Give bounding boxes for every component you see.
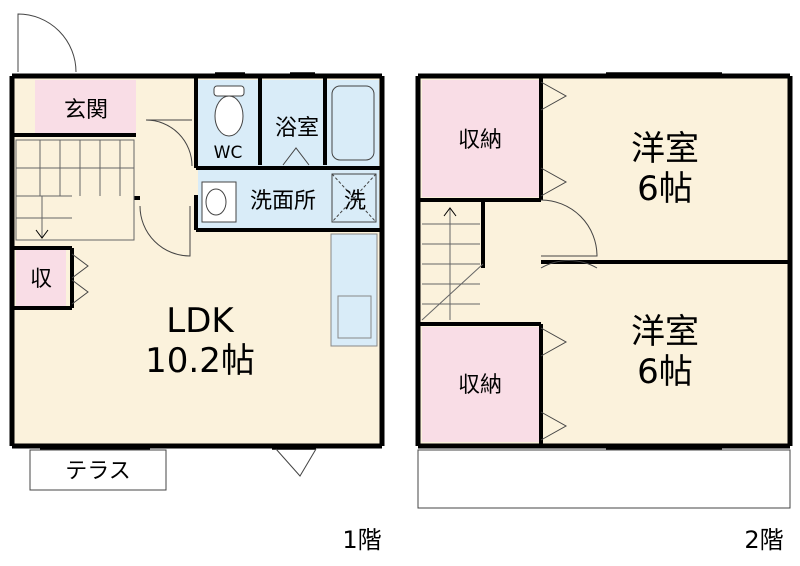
storage-top-label: 収納 [458, 128, 502, 153]
storage-label: 収 [30, 267, 52, 292]
washer-box [331, 173, 377, 223]
room-bottom-name: 洋室 [631, 312, 699, 352]
balcony [417, 449, 791, 509]
terrace-label: テラス [65, 459, 131, 484]
floor-1-plan: 玄関 WC 浴室 洗面所 洗 収 LDK 10.2帖 テラス 1階 [9, 13, 385, 554]
storage-bottom-label: 収納 [458, 373, 502, 398]
floor-2-windows [606, 72, 722, 450]
washer-label: 洗 [344, 189, 366, 214]
terrace [29, 449, 167, 491]
storage-top-floor [422, 80, 539, 197]
floor-1-label: 1階 [342, 526, 381, 554]
floor-1-doors [17, 13, 317, 477]
ldk-name: LDK [166, 301, 235, 341]
floor-2-stairs [421, 207, 484, 321]
toilet-fixture [213, 85, 245, 137]
floor-2-plan: 収納 収納 洋室 6帖 洋室 6帖 2階 [415, 72, 793, 554]
floor-2-doors [540, 81, 598, 441]
entrance-floor [35, 80, 136, 135]
room-bottom-size: 6帖 [637, 352, 693, 392]
storage-floor-1 [16, 250, 66, 306]
floor-1-windows [40, 72, 316, 450]
kitchen-counter [330, 233, 378, 347]
bathtub-fixture [331, 85, 375, 161]
ldk-size: 10.2帖 [145, 341, 255, 381]
basin-fixture [201, 181, 237, 223]
floor-2-walls [415, 73, 793, 449]
bath-label: 浴室 [275, 116, 319, 141]
room-top-name: 洋室 [631, 129, 699, 169]
entrance-label: 玄関 [64, 98, 108, 123]
floor-1-stairs [15, 139, 135, 241]
wc-label: WC [214, 143, 243, 163]
floor-2-label: 2階 [744, 526, 783, 554]
storage-bottom-floor [422, 327, 539, 442]
basin-bowl [205, 188, 227, 216]
kitchen-sink [337, 295, 372, 339]
room-top-size: 6帖 [637, 169, 693, 209]
floor-1-walls [9, 73, 385, 449]
washroom-label: 洗面所 [250, 189, 316, 214]
